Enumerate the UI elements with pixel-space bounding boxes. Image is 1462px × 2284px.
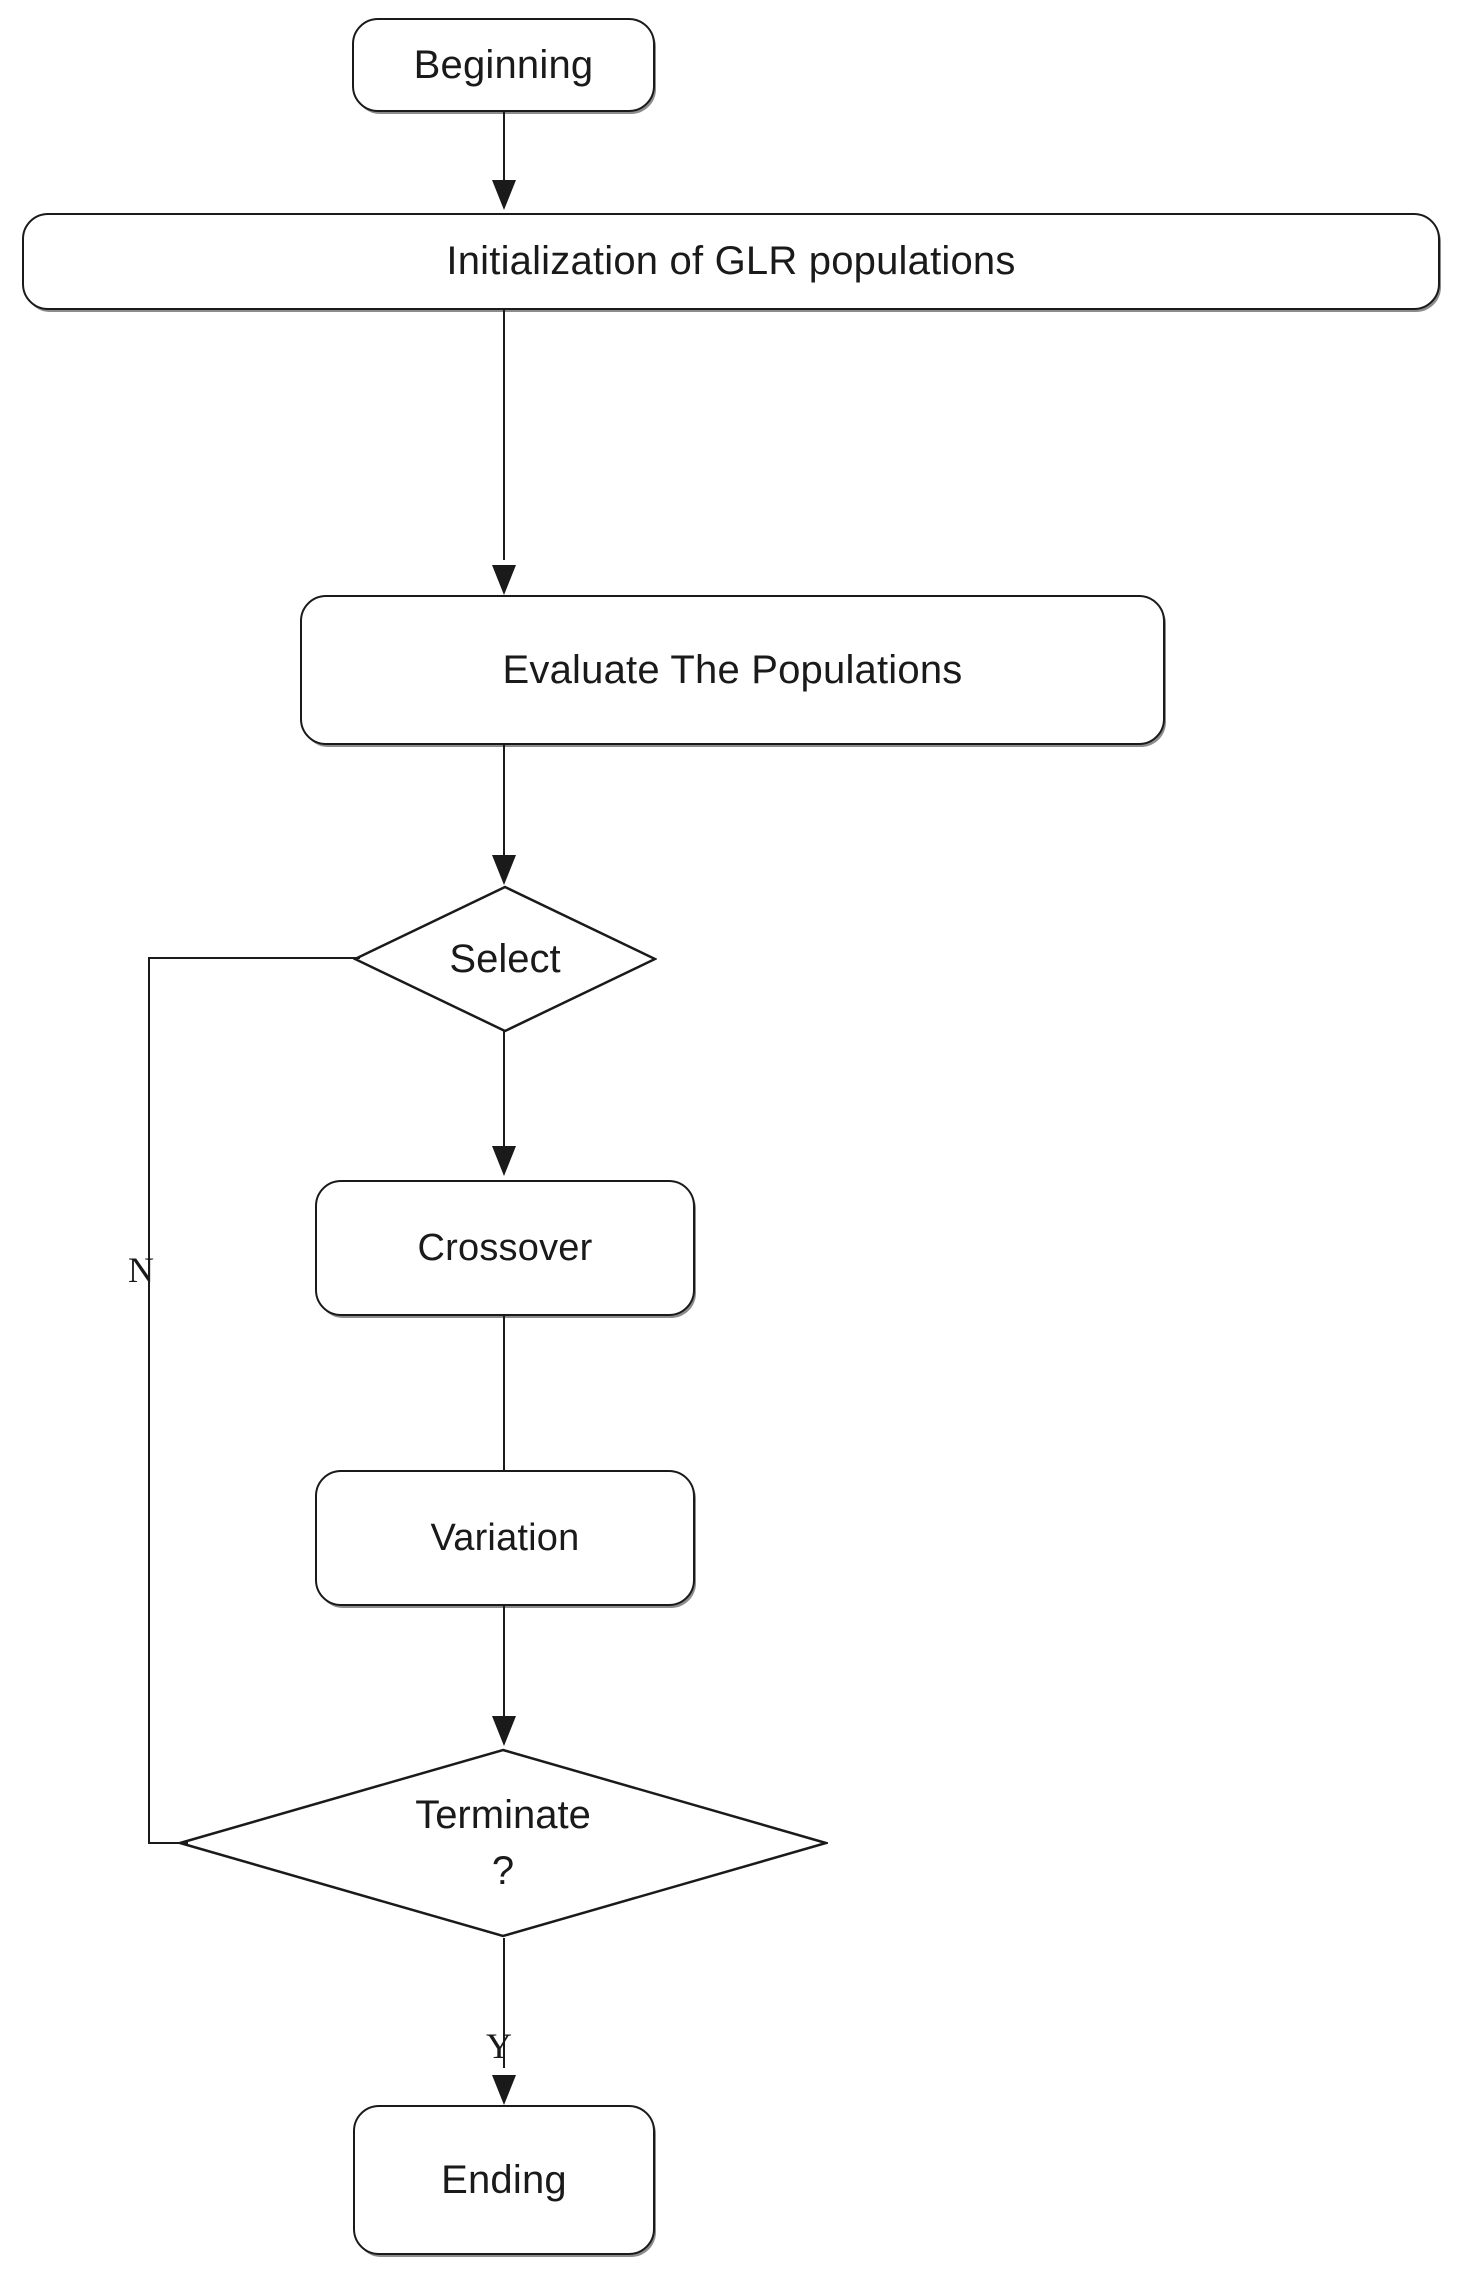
node-ending[interactable]: Ending — [353, 2105, 655, 2255]
node-initialization-label: Initialization of GLR populations — [446, 239, 1016, 284]
edge-terminate-select-top-segment — [148, 957, 360, 959]
edge-select-crossover-arrow — [492, 1146, 516, 1176]
node-beginning-label: Beginning — [413, 42, 594, 87]
edge-label-yes: Y — [486, 2026, 512, 2066]
edge-variation-terminate-line — [503, 1606, 505, 1716]
node-variation[interactable]: Variation — [315, 1470, 695, 1606]
edge-beginning-initialization-line — [503, 112, 505, 185]
edge-select-crossover-line — [503, 1031, 505, 1146]
edge-terminate-ending-arrow — [492, 2075, 516, 2105]
node-evaluate-label: Evaluate The Populations — [502, 647, 963, 692]
edge-terminate-ending-line — [503, 1938, 505, 2068]
terminate-diamond-shape — [178, 1748, 828, 1938]
edge-evaluate-select-arrow — [492, 855, 516, 885]
edge-variation-terminate-arrow — [492, 1716, 516, 1746]
edge-crossover-variation-line — [503, 1316, 505, 1472]
node-initialization[interactable]: Initialization of GLR populations — [22, 213, 1440, 310]
edge-terminate-select-riser — [148, 957, 150, 1844]
edge-terminate-select-bottom-segment — [148, 1842, 188, 1844]
edge-initialization-evaluate-arrow — [492, 565, 516, 595]
node-beginning[interactable]: Beginning — [352, 18, 655, 112]
node-select[interactable]: Select — [353, 885, 657, 1033]
edge-evaluate-select-line — [503, 745, 505, 855]
node-variation-label: Variation — [430, 1516, 580, 1559]
edge-beginning-initialization-arrow — [492, 180, 516, 210]
node-crossover-label: Crossover — [417, 1226, 593, 1269]
node-crossover[interactable]: Crossover — [315, 1180, 695, 1316]
node-ending-label: Ending — [441, 2157, 567, 2202]
edge-label-no: N — [128, 1250, 154, 1290]
select-diamond-shape — [353, 885, 657, 1033]
node-evaluate[interactable]: Evaluate The Populations — [300, 595, 1165, 745]
node-terminate[interactable]: Terminate ? — [178, 1748, 828, 1938]
edge-initialization-evaluate-line — [503, 310, 505, 560]
